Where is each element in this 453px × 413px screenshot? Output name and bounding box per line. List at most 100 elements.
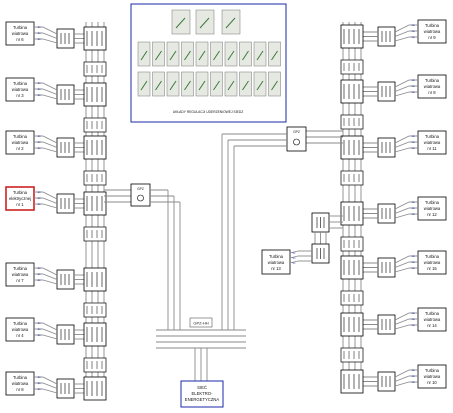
- left-turbine-7-arrow-3: ⇐: [37, 387, 41, 392]
- left-hub-symbol: [137, 194, 144, 202]
- right-turbine-1-arrow-3: ⇒: [411, 35, 415, 40]
- left-turbine-7-arrow-1: ⇐: [37, 375, 41, 380]
- left-turbine-1-link-1: [42, 26, 58, 35]
- left-turbine-5-arrow-3: ⇐: [37, 278, 41, 283]
- right-turbine-4-arrow-1: ⇒: [411, 200, 415, 205]
- right-turbine-4-column-switch: [340, 201, 364, 226]
- left-turbine-2-label-line3: nr 3: [16, 93, 24, 98]
- right-turbine-1-label-line3: nr 9: [428, 35, 436, 40]
- turbine-13-label-line3: nr 13: [271, 266, 281, 271]
- left-turbine-3-label-line1: Turbina: [13, 134, 28, 139]
- right-turbine-6-arrow-2: ⇒: [411, 317, 415, 322]
- left-turbine-3-link-3: [42, 147, 58, 153]
- left-turbine-3-arrow-3: ⇐: [37, 146, 41, 151]
- left-turbine-3-column-switch: [83, 135, 107, 160]
- right-turbine-2-link-2: [394, 85, 410, 92]
- right-turbine-5-column-switch: [340, 255, 364, 280]
- left-turbine-5-link-1: [42, 267, 58, 276]
- left-turbine-4-link-1: [42, 191, 58, 200]
- bus-label-box: [189, 317, 213, 328]
- left-turbine-6-arrow-1: ⇐: [37, 321, 41, 326]
- right-turbine-3-box: [417, 130, 447, 155]
- left-turbine-7-arrow-2: ⇐: [37, 381, 41, 386]
- left-turbine-1-link-3: [42, 38, 58, 44]
- turbine-13-label-line1: Turbina: [269, 254, 284, 259]
- panel-module-gauge-r2-c7: [227, 80, 235, 91]
- left-turbine-2-arrow-2: ⇐: [37, 87, 41, 92]
- left-turbine-1-column-breaker: [83, 61, 107, 77]
- left-turbine-6-column-switch: [83, 322, 107, 347]
- right-turbine-3-arrow-3: ⇒: [411, 146, 415, 151]
- left-turbine-5-column-breaker: [83, 302, 107, 318]
- left-turbine-4-switch: [56, 193, 75, 214]
- panel-module-top-gauge-3: [225, 17, 236, 29]
- panel-module-gauge-r1-c4: [184, 50, 191, 61]
- right-turbine-3-link-1: [394, 135, 410, 144]
- left-turbine-4-label-line2: elektrycznej: [9, 196, 31, 201]
- panel-module-r1-c5: [195, 41, 209, 67]
- left-turbine-6-label-line2: wiatrowa: [12, 327, 29, 332]
- right-turbine-4-link-1: [394, 201, 410, 210]
- left-turbine-4-link-3: [42, 203, 58, 209]
- right-turbine-6-arrow-3: ⇒: [411, 323, 415, 328]
- control-panel-modules: [137, 9, 281, 97]
- right-turbine-1-arrow-1: ⇒: [411, 23, 415, 28]
- panel-module-gauge-r2-c2: [155, 80, 162, 91]
- left-turbine-3-arrow-2: ⇐: [37, 140, 41, 145]
- left-turbine-3-switch: [56, 137, 75, 158]
- right-turbine-5-arrow-3: ⇒: [411, 266, 415, 271]
- control-panel: UKŁADY REGULACJI UDERZENIOWEJ SIEDZ: [130, 3, 287, 123]
- left-hub: GPZ: [104, 183, 181, 330]
- left-turbine-1-arrow-3: ⇐: [37, 37, 41, 42]
- panel-module-r2-c1: [137, 71, 151, 97]
- right-turbine-1-link-1: [394, 24, 410, 33]
- right-turbine-2-box: [417, 74, 447, 99]
- right-turbine-4-link-3: [394, 213, 410, 219]
- left-turbine-5-label-line3: nr 7: [16, 278, 24, 283]
- left-turbine-1-switch: [56, 28, 75, 49]
- panel-module-r2-c2: [152, 71, 165, 97]
- left-turbine-6-link-3: [42, 334, 58, 340]
- right-hub: GPZ: [221, 126, 343, 330]
- left-turbine-5-link-2: [42, 273, 58, 280]
- left-turbine-5-box: [5, 262, 35, 287]
- panel-module-r2-c10: [268, 71, 281, 97]
- left-turbine-4-label-line3: nr 1: [16, 202, 24, 207]
- control-panel-caption: UKŁADY REGULACJI UDERZENIOWEJ SIEDZ: [173, 110, 243, 114]
- left-turbine-7-link-3: [42, 388, 58, 394]
- panel-module-gauge-r2-c1: [140, 80, 148, 91]
- right-turbine-3-link-3: [394, 147, 410, 153]
- right-turbine-1-link-3: [394, 36, 410, 42]
- turbine-13-tie-2: [289, 255, 299, 259]
- panel-module-top-gauge-2: [199, 17, 210, 29]
- right-turbine-7-column-switch: [340, 369, 364, 394]
- right-turbine-4-switch: [377, 203, 396, 224]
- panel-module-r1-c4: [181, 41, 194, 67]
- left-turbine-7-link-2: [42, 382, 58, 389]
- left-turbine-5-label-line2: wiatrowa: [12, 272, 29, 277]
- left-turbine-7-label-line1: Turbina: [13, 375, 28, 380]
- left-turbine-5-label-line1: Turbina: [13, 266, 28, 271]
- turbine-13-arrow-1: ⇐: [292, 250, 296, 255]
- left-turbine-6-arrow-3: ⇐: [37, 333, 41, 338]
- right-turbine-6-column-breaker: [340, 347, 364, 363]
- panel-module-top-gauge-1: [175, 17, 186, 29]
- left-turbine-5-column-switch: [83, 267, 107, 292]
- left-turbine-7-column-switch: [83, 376, 107, 401]
- right-turbine-7-link-2: [394, 375, 410, 382]
- panel-module-gauge-r1-c7: [227, 50, 235, 61]
- panel-module-r1-c3: [166, 41, 180, 67]
- right-turbine-5-switch: [377, 257, 396, 278]
- left-turbine-6-label-line3: nr 4: [16, 333, 24, 338]
- panel-module-gauge-r1-c9: [256, 50, 264, 61]
- right-turbine-2-arrow-3: ⇒: [411, 90, 415, 95]
- right-turbine-1-column-switch: [340, 24, 364, 49]
- right-turbine-5-box: [417, 250, 447, 275]
- right-turbine-4-link-2: [394, 207, 410, 214]
- right-turbine-1-label-line2: wiatrowa: [424, 29, 441, 34]
- right-turbine-4-column-breaker: [340, 236, 364, 252]
- left-turbine-1-arrow-1: ⇐: [37, 25, 41, 30]
- left-turbine-4-label-line1: Turbina: [13, 190, 28, 195]
- right-turbine-5-column-breaker: [340, 290, 364, 306]
